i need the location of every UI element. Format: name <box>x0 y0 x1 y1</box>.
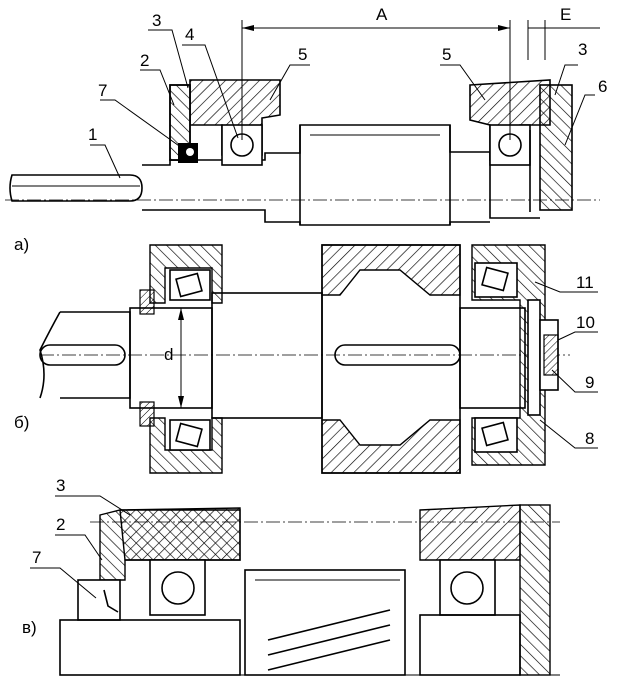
arrow-d-bottom <box>178 396 184 408</box>
leader-7v <box>30 567 97 599</box>
keyway-b-gear <box>334 344 461 366</box>
callout-3-right: 3 <box>578 40 587 59</box>
panel-a: А Е 3 2 4 5 5 3 6 7 1 а) <box>5 5 607 254</box>
leader-1a <box>90 144 121 179</box>
leader-3a <box>148 29 189 89</box>
dim-label-E: Е <box>560 5 571 24</box>
shaft-body-top <box>142 124 540 219</box>
panel-label-a: а) <box>14 235 29 254</box>
bearing-ball-v-left <box>161 571 195 605</box>
gear-bottom-section <box>321 419 461 474</box>
callout-11: 11 <box>576 273 594 292</box>
cover-right <box>539 84 573 211</box>
callout-5-left: 5 <box>298 45 307 64</box>
leader-9 <box>551 369 598 393</box>
callout-2: 2 <box>140 51 149 70</box>
callout-2v: 2 <box>56 515 65 534</box>
callout-7v: 7 <box>32 548 41 567</box>
callout-1: 1 <box>88 125 97 144</box>
helix-2 <box>267 609 391 641</box>
panel-label-v: в) <box>22 618 37 637</box>
adjust-screw <box>543 334 559 376</box>
cover-v-right <box>519 504 551 676</box>
roller-lt <box>175 272 203 298</box>
gear-v <box>244 569 406 676</box>
arrow-A-left <box>242 25 254 31</box>
shaft-body-bottom <box>142 209 490 226</box>
leader-8 <box>539 419 598 449</box>
seal-b-bottom <box>139 401 155 427</box>
roller-bearing-rb <box>474 417 518 453</box>
leader-3a-right <box>554 64 578 96</box>
roller-bearing-rt <box>474 262 518 298</box>
leader-7a <box>100 99 183 149</box>
leader-5a-left <box>269 64 310 101</box>
shaft-v-left <box>59 619 241 676</box>
seal-b-top <box>139 289 155 315</box>
callout-7: 7 <box>98 81 107 100</box>
callout-5-right: 5 <box>442 45 451 64</box>
roller-bearing-lt <box>169 269 211 301</box>
callout-3: 3 <box>152 11 161 30</box>
bearing-v-left <box>149 559 206 616</box>
helix-1 <box>267 624 391 656</box>
callout-9: 9 <box>585 373 594 392</box>
leader-2a <box>140 69 175 106</box>
housing-b-right <box>471 244 546 466</box>
gear-top-section <box>321 244 461 296</box>
shaft-journal-right <box>459 307 526 409</box>
leader-10 <box>557 331 598 341</box>
callout-8: 8 <box>585 429 594 448</box>
leader-4a <box>182 44 239 139</box>
dim-label-A: А <box>376 5 388 24</box>
arrow-A-right <box>498 25 510 31</box>
panel-b: d 11 10 9 8 б) <box>14 244 598 474</box>
roller-lb <box>175 422 203 448</box>
callout-3v: 3 <box>56 476 65 495</box>
leader-2v <box>55 534 103 561</box>
leader-3v <box>55 495 131 516</box>
housing-b-left-top <box>149 244 223 304</box>
seal-lip-v <box>103 589 119 613</box>
leader-11 <box>534 281 598 293</box>
shaft-middle <box>211 292 323 419</box>
bearing-ball-v-right <box>450 571 484 605</box>
leader-6a <box>564 94 595 146</box>
shim-pack <box>527 299 541 416</box>
leader-5a-right <box>440 64 486 101</box>
roller-rb <box>481 421 509 447</box>
housing-v-left <box>119 507 241 561</box>
shaft-end <box>9 174 143 202</box>
break-line-b <box>39 311 61 399</box>
shaft-v-right <box>419 614 521 676</box>
callout-6: 6 <box>598 77 607 96</box>
panel-v: 3 2 7 в) <box>22 476 560 676</box>
callout-10: 10 <box>576 313 595 332</box>
bearing-v-right <box>439 559 496 616</box>
seal-housing-v <box>77 579 121 621</box>
keyway-b-left <box>39 344 126 366</box>
seal-spring <box>186 148 194 156</box>
panel-label-b: б) <box>14 413 29 432</box>
helix-3 <box>267 639 391 671</box>
housing-b-left-bottom <box>149 417 223 474</box>
roller-bearing-lb <box>169 419 211 451</box>
housing-v-right <box>419 504 521 561</box>
dim-label-d: d <box>164 345 173 364</box>
roller-rt <box>481 266 509 292</box>
callout-4: 4 <box>185 25 194 44</box>
arrow-d-top <box>178 308 184 320</box>
